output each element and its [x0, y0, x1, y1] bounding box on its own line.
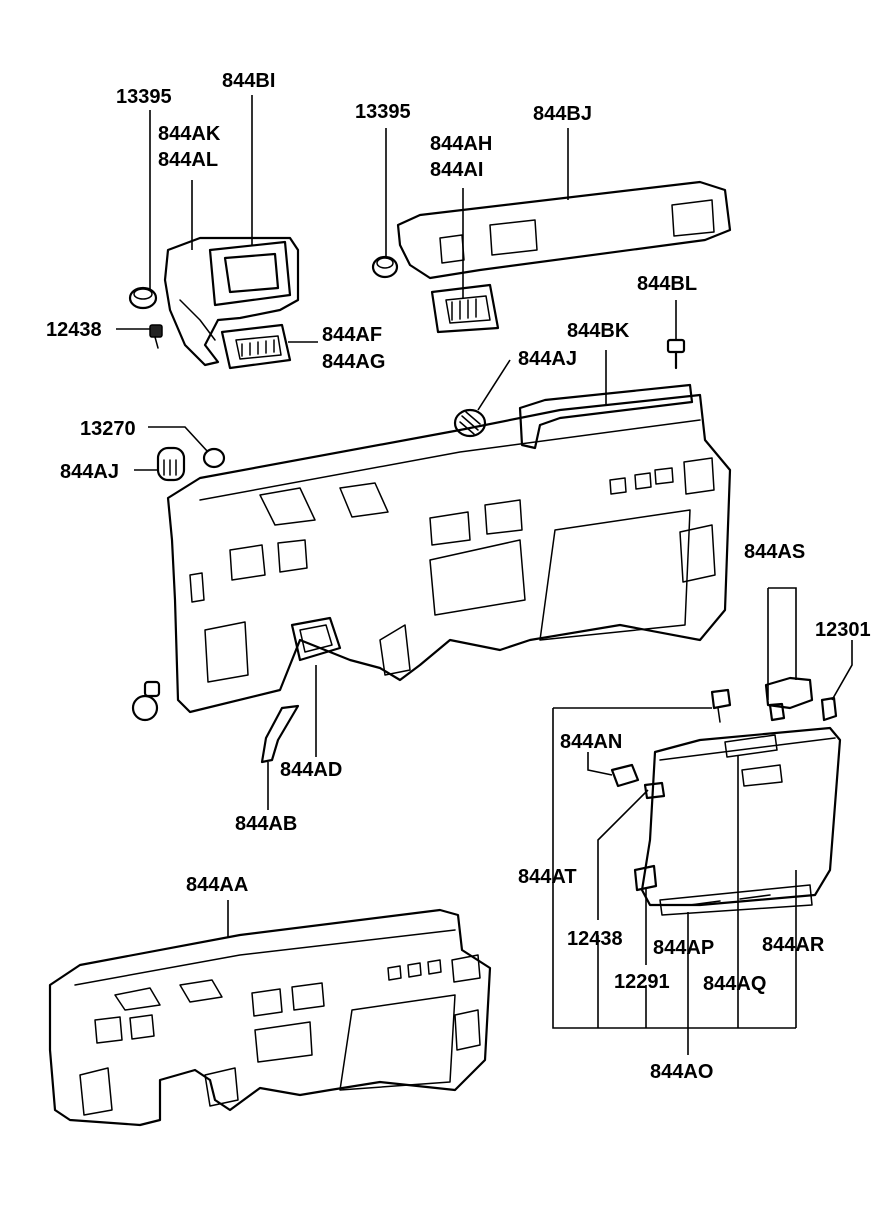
- top-panel-844bj: [396, 180, 732, 334]
- side-duct-assembly-844bi: [163, 236, 300, 370]
- grommet-844aj-top: [453, 408, 487, 438]
- label-844an: 844AN: [560, 731, 622, 753]
- label-844aj-top: 844AJ: [518, 348, 577, 370]
- screw-844bl: [666, 338, 686, 370]
- label-12291: 12291: [614, 971, 670, 993]
- part-labels: 13395 844BI 844AK 844AL 12438 844AF 844A…: [46, 70, 871, 1083]
- label-844aa: 844AA: [186, 874, 248, 896]
- label-844al: 844AL: [158, 149, 218, 171]
- label-12438-right: 12438: [567, 928, 623, 950]
- label-844bl: 844BL: [637, 273, 697, 295]
- label-844as: 844AS: [744, 541, 805, 563]
- clip-13270: [202, 447, 226, 469]
- label-844ad: 844AD: [280, 759, 342, 781]
- label-844ab: 844AB: [235, 813, 297, 835]
- label-844ak: 844AK: [158, 123, 221, 145]
- label-844af: 844AF: [322, 324, 382, 346]
- label-844aq: 844AQ: [703, 973, 766, 995]
- complete-dash-844aa: [48, 908, 492, 1127]
- vent-844ad: [290, 616, 342, 662]
- grommet-844aj-left: [156, 446, 186, 482]
- label-844ai: 844AI: [430, 159, 483, 181]
- label-13395-left: 13395: [116, 86, 172, 108]
- label-844ar: 844AR: [762, 934, 825, 956]
- label-13395-right: 13395: [355, 101, 411, 123]
- label-13270: 13270: [80, 418, 136, 440]
- label-844aj-left: 844AJ: [60, 461, 119, 483]
- main-dash-panel: [166, 383, 732, 714]
- label-12301: 12301: [815, 619, 871, 641]
- leader-lines: [116, 95, 853, 1055]
- label-12438-left: 12438: [46, 319, 102, 341]
- label-844ag: 844AG: [322, 351, 385, 373]
- bracket-844ab: [260, 704, 300, 764]
- clip-13395-left: [128, 286, 158, 310]
- label-844ah: 844AH: [430, 133, 492, 155]
- screw-12438-left: [149, 324, 163, 349]
- label-844bk: 844BK: [567, 320, 630, 342]
- label-844bj: 844BJ: [533, 103, 592, 125]
- label-844ao: 844AO: [650, 1061, 713, 1083]
- label-844bi: 844BI: [222, 70, 275, 92]
- clip-13395-right: [371, 255, 399, 279]
- label-844ap: 844AP: [653, 937, 714, 959]
- label-844at: 844AT: [518, 866, 577, 888]
- bolt-lower-left: [131, 680, 161, 722]
- glove-box-assembly: [610, 676, 842, 916]
